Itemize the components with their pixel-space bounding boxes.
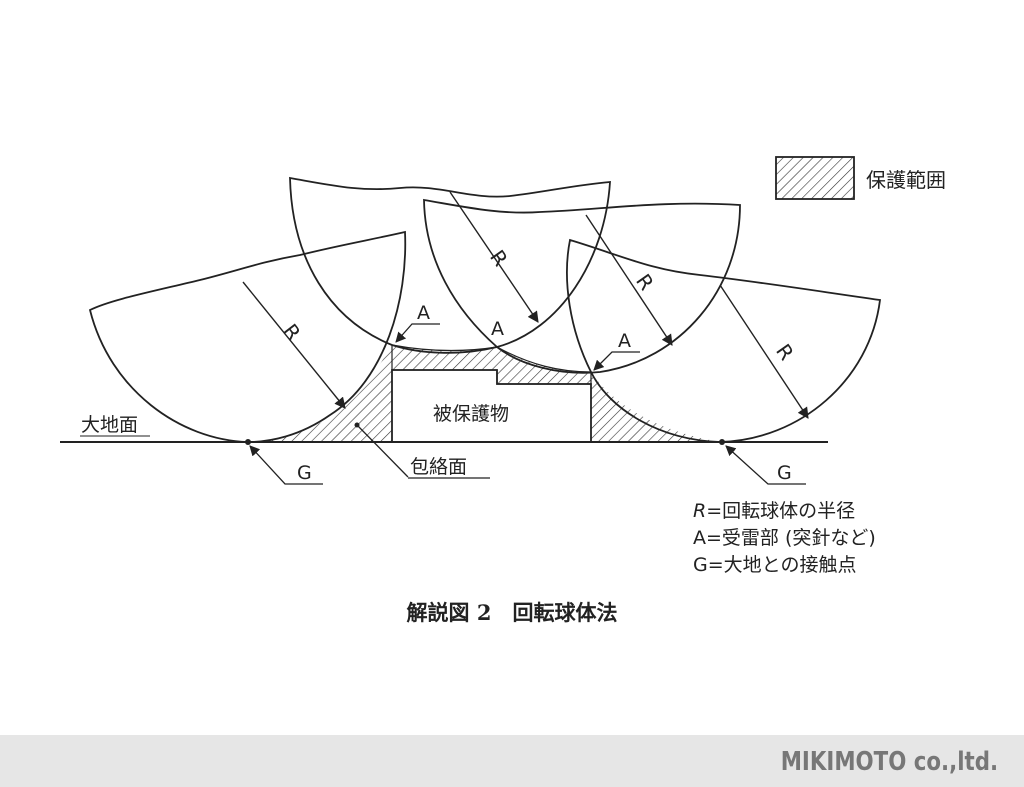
protected-range-right: [591, 372, 720, 442]
radius-arrow-top-left: [449, 191, 539, 323]
ground-contact-left: [245, 439, 251, 445]
legend-protected-range-label: 保護範囲: [866, 168, 946, 192]
symbol-definitions: R=回転球体の半径 A=受雷部 (突針など) G=大地との接触点: [693, 498, 876, 579]
protected-object-outline: [391, 369, 592, 442]
radius-symbol: R: [693, 500, 707, 522]
brand-logo-text: MIKIMOTO co.,ltd.: [780, 747, 998, 777]
receptor-definition: A=受雷部 (突針など): [693, 527, 876, 549]
sphere-top-left: [289, 176, 611, 354]
legend-hatch-swatch: [775, 156, 855, 200]
receptor-leader-right: [593, 351, 640, 371]
ground-contact-label-right: G: [777, 462, 792, 484]
envelope-surface-label: 包絡面: [410, 456, 468, 478]
footer-bar: MIKIMOTO co.,ltd.: [0, 735, 1024, 787]
ground-leader-left: [249, 445, 323, 485]
receptor-label-middle: A: [491, 318, 504, 340]
ground-surface-label: 大地面: [81, 414, 139, 436]
radius-definition: R=回転球体の半径: [693, 498, 876, 525]
receptor-label-left: A: [417, 302, 430, 324]
ground-contact-right: [719, 439, 725, 445]
envelope-leader-dot: [354, 422, 360, 428]
protected-object-label: 被保護物: [433, 403, 510, 425]
sphere-right: [566, 238, 882, 443]
envelope-leader: [356, 424, 409, 478]
ground-leader-right: [725, 445, 806, 485]
sphere-top-right: [423, 198, 741, 374]
radius-arrow-top-right: [585, 214, 673, 346]
figure-caption: 解説図 2 回転球体法: [406, 600, 618, 625]
ground-contact-label-left: G: [297, 462, 312, 484]
radius-definition-text: =回転球体の半径: [706, 500, 856, 522]
receptor-label-right: A: [618, 330, 631, 352]
protected-range-left: [250, 345, 392, 442]
receptor-leader-left: [395, 323, 440, 343]
ground-contact-definition: G=大地との接触点: [693, 554, 857, 576]
radius-arrow-right: [719, 284, 809, 419]
sphere-left: [88, 230, 407, 443]
radius-arrow-left: [242, 281, 346, 409]
